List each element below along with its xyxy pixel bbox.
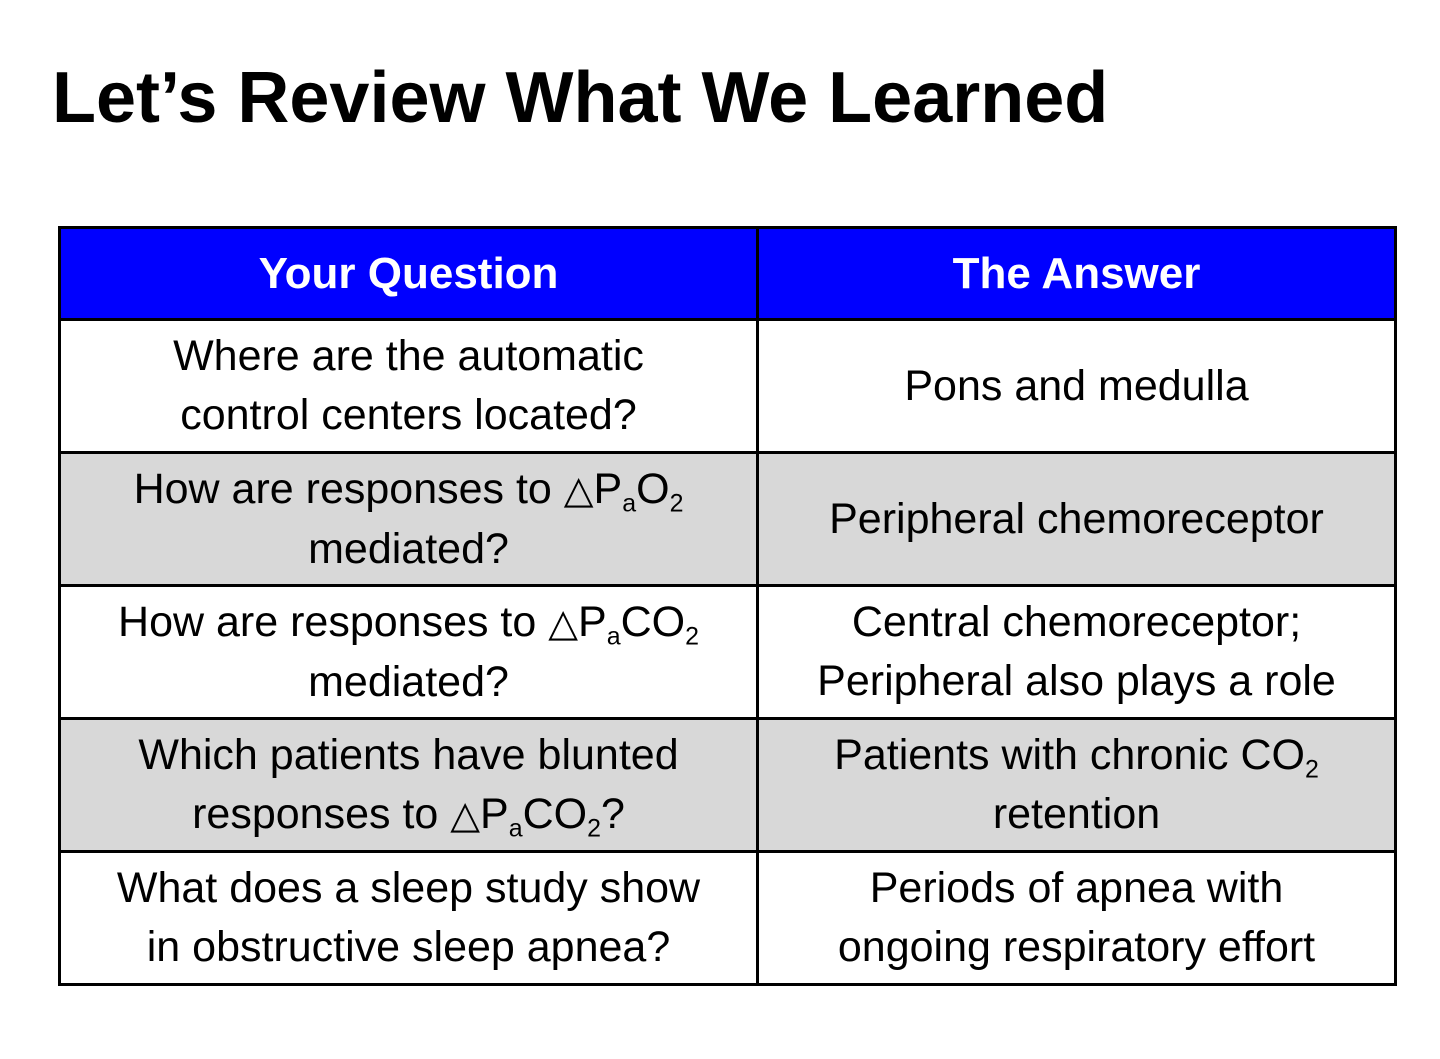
delta-symbol: △ xyxy=(548,600,579,646)
answer-cell: Peripheral chemoreceptor xyxy=(756,451,1397,587)
column-header-answer: The Answer xyxy=(756,226,1397,321)
delta-symbol: △ xyxy=(563,467,594,513)
delta-symbol: △ xyxy=(450,792,481,838)
subscript: a xyxy=(508,814,523,843)
subscript: 2 xyxy=(587,814,601,843)
column-header-question: Your Question xyxy=(58,226,759,321)
subscript: 2 xyxy=(1304,755,1319,784)
header-row: Your Question The Answer xyxy=(58,226,1397,321)
subscript: 2 xyxy=(669,489,684,518)
slide-title: Let’s Review What We Learned xyxy=(52,58,1109,138)
subscript: 2 xyxy=(685,622,699,651)
subscript: a xyxy=(606,622,621,651)
subscript: a xyxy=(622,489,637,518)
answer-cell: Pons and medulla xyxy=(756,318,1397,454)
answer-cell: Central chemoreceptor;Peripheral also pl… xyxy=(756,584,1397,720)
review-table: Your Question The Answer Where are the a… xyxy=(58,226,1397,986)
